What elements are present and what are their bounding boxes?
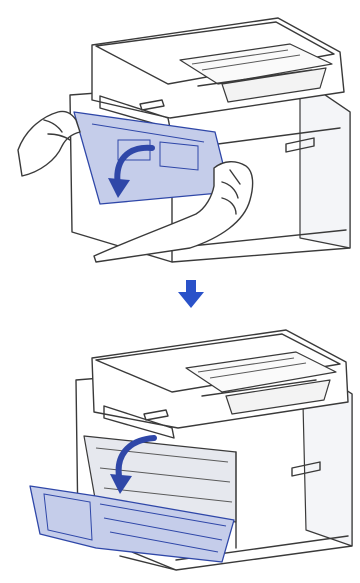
down-arrow-icon bbox=[178, 280, 204, 308]
step-1-printer bbox=[18, 18, 350, 262]
step-2-printer bbox=[30, 330, 352, 570]
